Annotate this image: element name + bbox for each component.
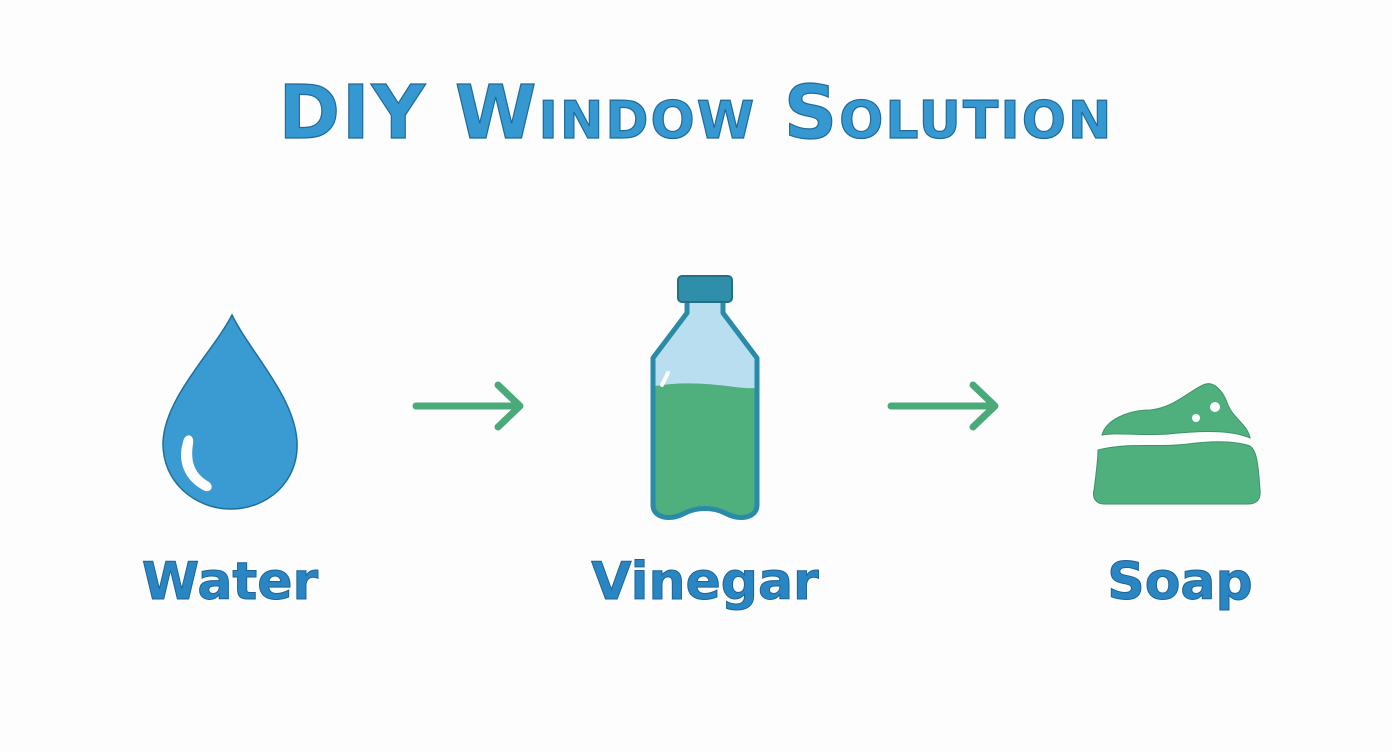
soap-icon [1093,383,1261,505]
diagram-title: DIY Window Solution [278,70,1114,156]
water-drop-icon [162,313,298,510]
step-label-water: Water [141,552,319,612]
step-label-vinegar: Vinegar [591,552,819,612]
arrow-right-icon [412,381,524,431]
arrow-right-icon [887,381,999,431]
bottle-icon [650,275,760,520]
step-label-soap: Soap [1107,552,1254,612]
